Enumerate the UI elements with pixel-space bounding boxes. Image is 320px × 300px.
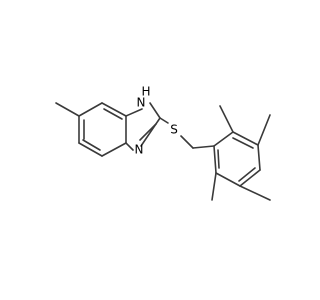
bond bbox=[78, 142, 103, 157]
c-s-bond bbox=[159, 117, 169, 124]
atom-label-nh: H N bbox=[137, 85, 151, 110]
atom-label-n-imidazole-bottom: N bbox=[135, 143, 144, 157]
methyl-bond bbox=[211, 172, 217, 201]
bond bbox=[257, 144, 261, 171]
bond bbox=[232, 131, 259, 146]
atom-label-h: H bbox=[141, 85, 150, 99]
ch2-ring-bond bbox=[192, 145, 215, 149]
methyl-bond-benzene bbox=[55, 102, 80, 117]
atom-label-n-imidazole-top: N bbox=[137, 96, 146, 110]
double-bond-inner bbox=[139, 123, 157, 141]
bond bbox=[239, 169, 261, 187]
bond bbox=[101, 102, 127, 117]
bond bbox=[213, 145, 217, 174]
double-bond-inner bbox=[217, 149, 220, 169]
imidazole-ring bbox=[125, 102, 161, 151]
methyl-bond bbox=[239, 185, 271, 201]
double-bond-inner bbox=[238, 167, 256, 182]
bond bbox=[213, 131, 234, 147]
molecule-structure-diagram: H N N S bbox=[55, 85, 271, 201]
bond bbox=[140, 117, 161, 147]
double-bond-inner bbox=[232, 137, 254, 149]
bond bbox=[125, 108, 143, 117]
benzene-ring-benzimidazole bbox=[78, 102, 127, 157]
methyl-bond bbox=[219, 105, 234, 133]
double-bond-inner bbox=[82, 139, 101, 151]
atom-label-s: S bbox=[170, 123, 178, 137]
bond bbox=[78, 102, 103, 117]
bond bbox=[215, 172, 241, 187]
s-ch2-bond bbox=[180, 135, 194, 149]
tetramethylbenzene-ring bbox=[213, 131, 261, 187]
double-bond-inner bbox=[103, 108, 123, 120]
bond bbox=[101, 142, 127, 157]
bond bbox=[149, 102, 161, 119]
methyl-bond bbox=[257, 114, 271, 146]
bond bbox=[125, 142, 134, 151]
